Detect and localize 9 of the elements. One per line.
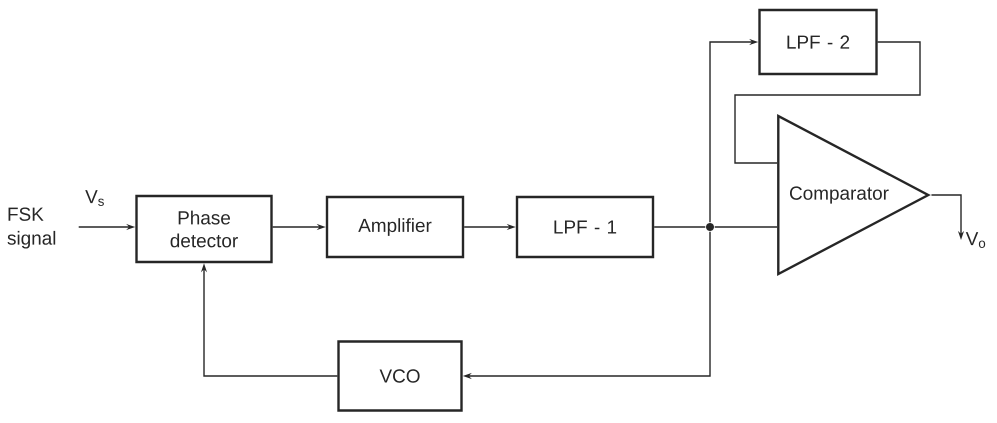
output-label: V$_{o}$ bbox=[966, 232, 986, 248]
block-box: Amplifier bbox=[326, 196, 464, 258]
signal-label: V$_{s}$ bbox=[85, 190, 104, 206]
junction-dot bbox=[706, 223, 714, 231]
block-box: VCO bbox=[337, 340, 463, 412]
block-box: LPF - 1 bbox=[516, 196, 654, 258]
block-box: Phase detector bbox=[135, 194, 273, 264]
input-label: FSK signal bbox=[8, 207, 56, 249]
block-box: LPF - 2 bbox=[758, 8, 878, 76]
